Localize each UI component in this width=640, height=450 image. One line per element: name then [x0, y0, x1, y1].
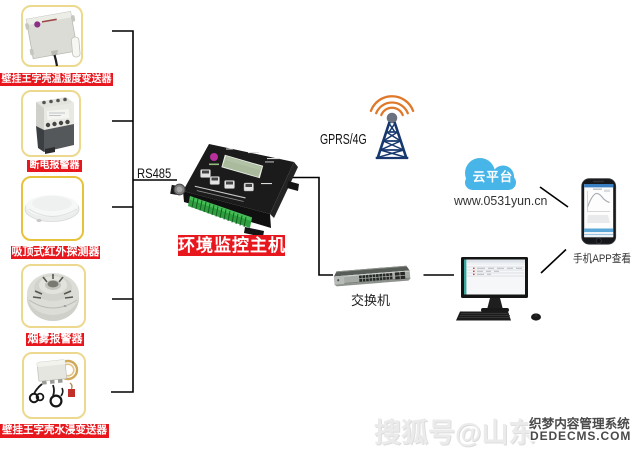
svg-text:云平台: 云平台 — [473, 169, 514, 184]
